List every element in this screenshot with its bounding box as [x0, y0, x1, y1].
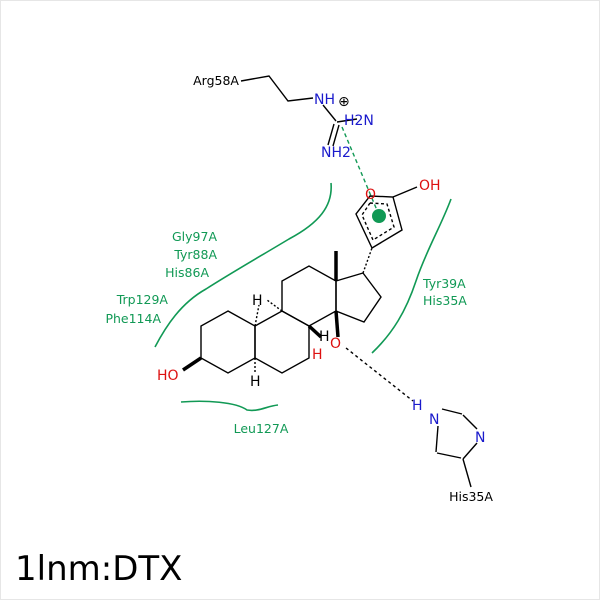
residue-label-gly97: Gly97A [172, 229, 217, 244]
atom-nh-plus: NH [314, 92, 335, 108]
aromatic-dash-ring [361, 202, 395, 242]
his-bond-1 [441, 408, 463, 415]
arg-bond-n-c [322, 104, 337, 122]
residue-label-his35-bottom: His35A [449, 489, 493, 504]
arg-double-bond-a [327, 123, 335, 146]
his-stub-bond [462, 458, 472, 488]
ring-centroid [372, 209, 386, 223]
atom-his-n1: N [429, 412, 439, 428]
residue-label-his35-right: His35A [423, 293, 467, 308]
c17-link-bond [362, 247, 373, 274]
arg-bond-c-nh2 [336, 118, 358, 123]
ring-c [281, 265, 337, 327]
cation-pi-line [341, 126, 380, 216]
residue-label-trp129: Trp129A [116, 292, 169, 307]
his-double-bond [436, 452, 462, 459]
atom-h-9: H [252, 293, 263, 309]
atom-h2n: H2N [344, 113, 374, 129]
atom-labels: NH ⊕ H2N NH2 O OH HO O H H H H H N N [157, 92, 485, 446]
residue-label-leu127: Leu127A [234, 421, 289, 436]
atom-charge: ⊕ [338, 94, 350, 110]
c14-o-bond [334, 310, 340, 338]
hydrophobic-arc-bottom [180, 400, 279, 412]
hydrophobic-arc-right [371, 198, 452, 354]
his-bond-3 [462, 442, 478, 460]
atom-ho-left: HO [157, 368, 179, 384]
oh-bond [392, 186, 418, 198]
atom-nh2: NH2 [321, 145, 351, 161]
furanone-ring [355, 195, 403, 249]
page-title: 1lnm:DTX [15, 549, 183, 589]
ring-d [335, 272, 382, 323]
residue-label-tyr88: Tyr88A [173, 247, 217, 262]
atom-his-h: H [412, 398, 423, 414]
ho-bond [182, 356, 202, 372]
his35-ring [435, 408, 478, 488]
hbond-line [345, 347, 414, 402]
atom-h-14: H [312, 347, 323, 363]
residue-label-phe114: Phe114A [105, 311, 161, 326]
hydrophobic-arc-left [154, 182, 332, 348]
c10-h-bond [254, 304, 260, 327]
atom-o-ring: O [365, 187, 376, 203]
arg-double-bond-b [332, 124, 340, 147]
ring-b [254, 310, 310, 374]
his-bond-2 [462, 414, 478, 430]
residue-label-arg58: Arg58A [193, 73, 239, 88]
atom-o-14: O [330, 336, 341, 352]
arg58-sidechain [240, 75, 358, 147]
his-bond-4 [435, 425, 439, 453]
arg-chain-bonds [240, 75, 314, 102]
interactions [341, 126, 414, 402]
residue-label-tyr39: Tyr39A [422, 276, 466, 291]
butenolide-ring [355, 186, 418, 249]
atom-oh-top: OH [419, 178, 441, 194]
hydrophobic-contacts [154, 182, 452, 412]
atom-h-8: H [319, 329, 330, 345]
residue-label-his86: His86A [165, 265, 209, 280]
residue-labels: Arg58A His35A Gly97A Tyr88A His86A Trp12… [105, 73, 493, 504]
steroid-skeleton [182, 247, 382, 374]
c8-h-bond [266, 299, 283, 312]
ring-a [200, 310, 256, 374]
c9-h-bond [307, 324, 323, 339]
atom-h-5: H [250, 374, 261, 390]
atom-his-n2: N [475, 430, 485, 446]
